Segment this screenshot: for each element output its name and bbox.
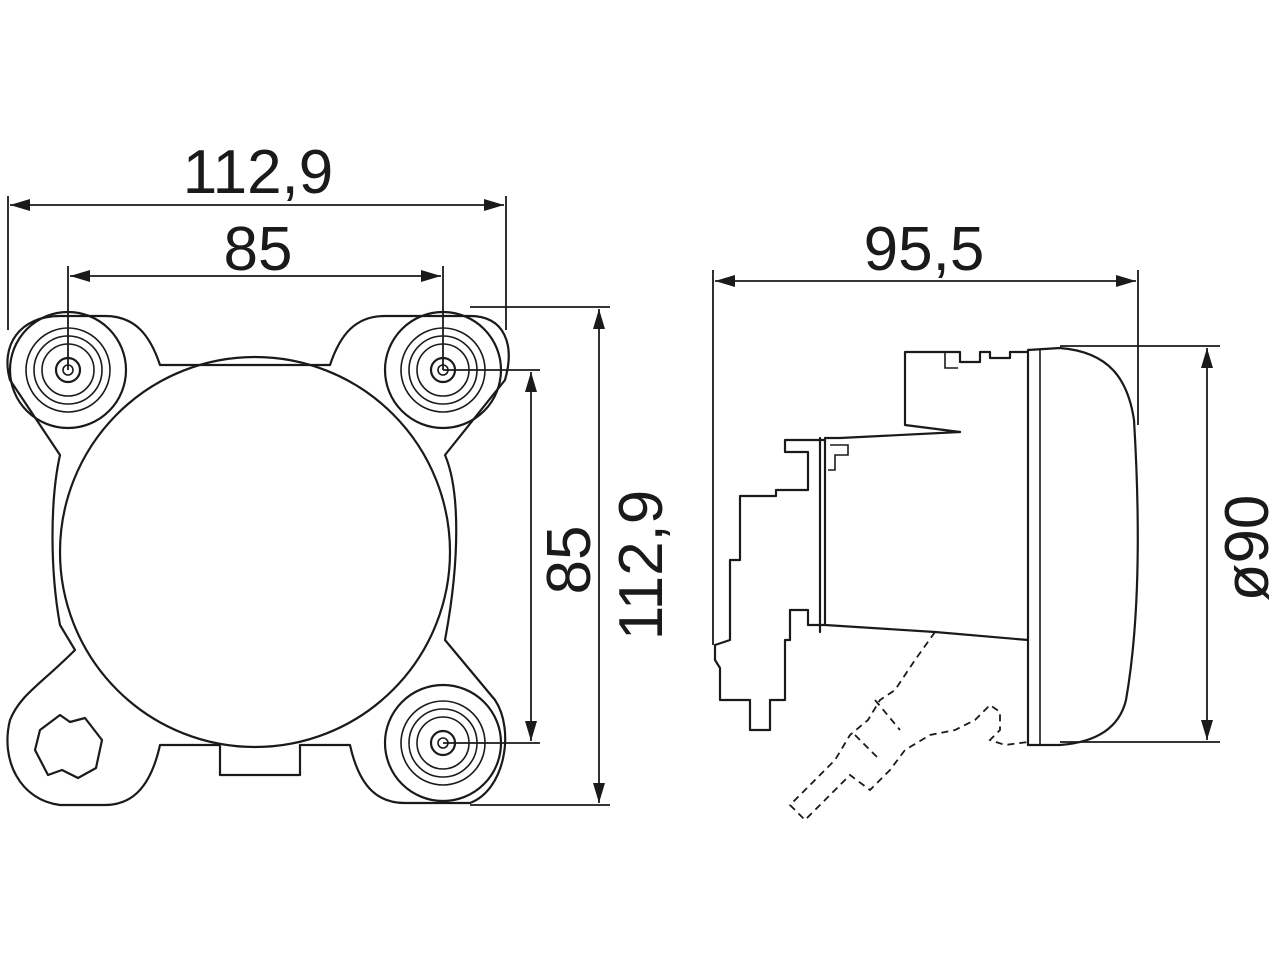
cable-plug-dashed: [788, 631, 1029, 822]
side-view: 95,5 ø90: [712, 215, 1280, 822]
front-view: 112,9 85 85 112,9: [6, 138, 676, 807]
dim-hole-spacing-width: 85: [224, 215, 293, 284]
adjustment-slot: [33, 713, 104, 780]
housing-outline: [6, 314, 510, 807]
dim-diameter: ø90: [1213, 495, 1280, 602]
dim-hole-spacing-height: 85: [535, 526, 604, 595]
reflector-housing: [823, 430, 1030, 642]
dim-depth: 95,5: [864, 215, 985, 284]
lens-circle: [58, 355, 452, 749]
upper-bracket: [903, 350, 1030, 434]
dim-overall-width: 112,9: [183, 138, 334, 207]
lens-side-profile: [1026, 346, 1139, 747]
rear-connector: [713, 438, 827, 732]
dim-overall-height: 112,9: [607, 490, 676, 641]
